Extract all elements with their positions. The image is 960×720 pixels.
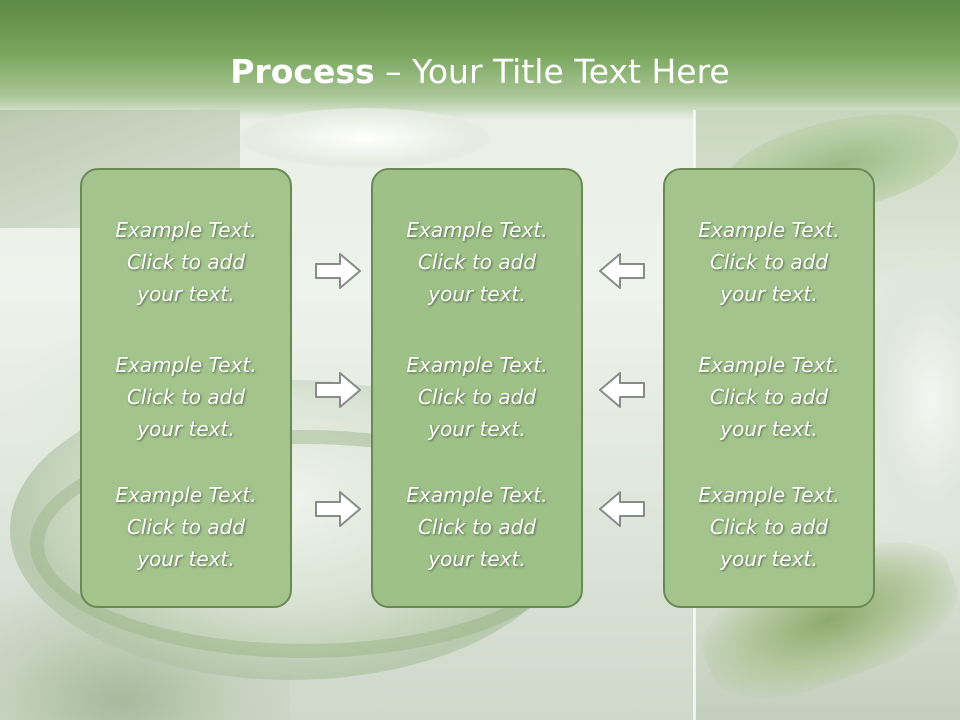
text-line: your text. [428, 417, 526, 441]
text-line: Example Text. [406, 218, 548, 242]
text-line: Example Text. [406, 483, 548, 507]
text-line: Example Text. [115, 353, 257, 377]
text-block[interactable]: Example Text. Click to add your text. [82, 349, 290, 445]
text-line: Click to add [417, 250, 537, 274]
text-line: Click to add [709, 250, 829, 274]
text-line: your text. [137, 417, 235, 441]
jar-lid-image [240, 108, 490, 168]
process-card-left[interactable]: Example Text. Click to add your text. Ex… [80, 168, 292, 608]
header-band [0, 0, 960, 120]
text-block[interactable]: Example Text. Click to add your text. [665, 479, 873, 575]
text-block[interactable]: Example Text. Click to add your text. [82, 214, 290, 310]
slide-title[interactable]: Process – Your Title Text Here [0, 52, 960, 91]
title-rest: – Your Title Text Here [374, 52, 730, 91]
arrow-right-icon [315, 491, 361, 527]
text-line: Example Text. [698, 218, 840, 242]
text-line: your text. [720, 547, 818, 571]
text-line: Click to add [709, 515, 829, 539]
text-line: Click to add [709, 385, 829, 409]
arrow-right-icon [315, 253, 361, 289]
title-bold: Process [230, 52, 375, 91]
text-line: your text. [720, 282, 818, 306]
process-card-right[interactable]: Example Text. Click to add your text. Ex… [663, 168, 875, 608]
text-line: Click to add [126, 385, 246, 409]
text-line: Click to add [126, 250, 246, 274]
text-line: Example Text. [698, 353, 840, 377]
text-line: Example Text. [698, 483, 840, 507]
arrow-left-icon [599, 491, 645, 527]
text-block[interactable]: Example Text. Click to add your text. [82, 479, 290, 575]
arrow-right-icon [315, 372, 361, 408]
text-line: your text. [428, 547, 526, 571]
text-block[interactable]: Example Text. Click to add your text. [373, 349, 581, 445]
text-line: Click to add [417, 515, 537, 539]
text-block[interactable]: Example Text. Click to add your text. [665, 214, 873, 310]
text-line: your text. [428, 282, 526, 306]
text-line: your text. [137, 547, 235, 571]
text-line: your text. [720, 417, 818, 441]
text-block[interactable]: Example Text. Click to add your text. [665, 349, 873, 445]
process-card-middle[interactable]: Example Text. Click to add your text. Ex… [371, 168, 583, 608]
text-line: your text. [137, 282, 235, 306]
text-line: Example Text. [115, 218, 257, 242]
text-line: Example Text. [115, 483, 257, 507]
text-block[interactable]: Example Text. Click to add your text. [373, 214, 581, 310]
text-line: Click to add [126, 515, 246, 539]
arrow-left-icon [599, 253, 645, 289]
text-line: Click to add [417, 385, 537, 409]
arrow-left-icon [599, 372, 645, 408]
text-block[interactable]: Example Text. Click to add your text. [373, 479, 581, 575]
text-line: Example Text. [406, 353, 548, 377]
